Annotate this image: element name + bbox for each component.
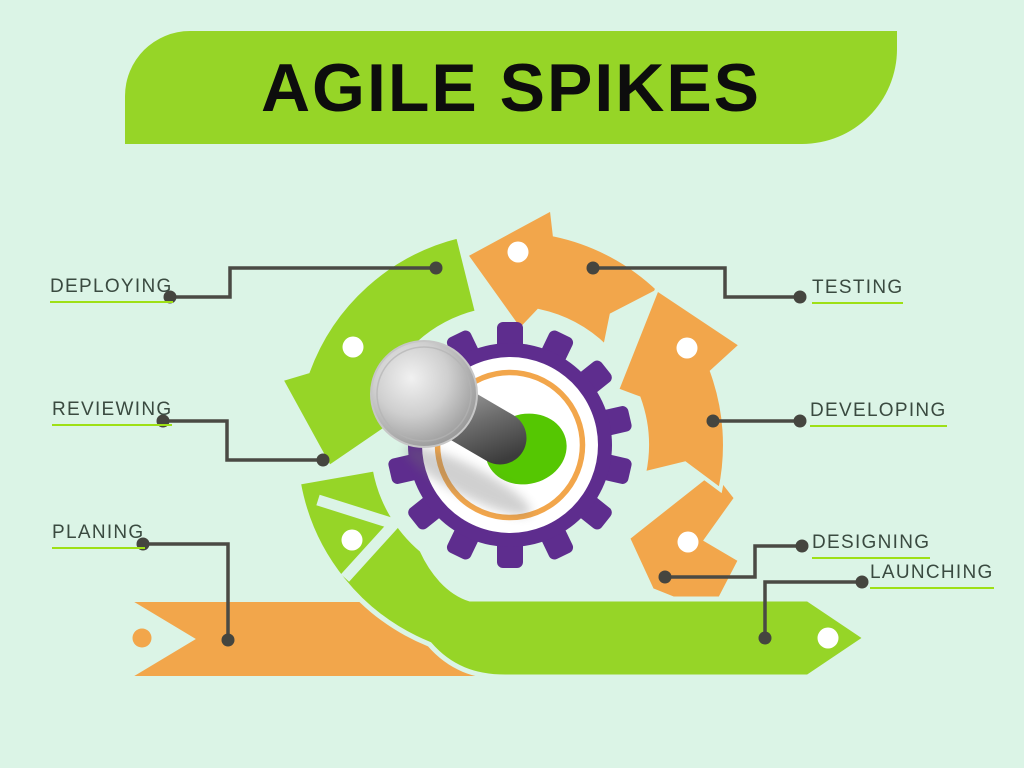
nail-shadow [405, 446, 531, 516]
white-dot-marker [507, 241, 529, 263]
step-label-text: DEVELOPING [810, 400, 947, 427]
step-label-deploying: DEPLOYING [50, 276, 173, 303]
orange-dot-marker [132, 628, 152, 648]
page-title: AGILE SPIKES [260, 49, 762, 126]
step-label-text: LAUNCHING [870, 562, 994, 589]
orange-arrow-top [463, 205, 663, 351]
connector-deploying [170, 266, 436, 299]
green-arrow-bottom-banner [295, 465, 871, 680]
step-label-text: PLANING [52, 522, 145, 549]
step-label-testing: TESTING [812, 277, 904, 304]
orange-arrow-upper-right [614, 285, 745, 494]
white-dot-marker [342, 336, 364, 358]
connector-reviewing [163, 419, 323, 462]
step-label-text: REVIEWING [52, 399, 173, 426]
step-label-reviewing: REVIEWING [52, 399, 173, 426]
white-dot-marker [676, 337, 698, 359]
step-label-designing: DESIGNING [812, 532, 931, 559]
nail-head-ring [376, 346, 472, 442]
white-dot-marker [341, 529, 363, 551]
white-dot-marker [817, 627, 839, 649]
connector-lines [143, 266, 862, 640]
green-arrow-top-left [278, 233, 480, 471]
nail-head [370, 340, 478, 448]
step-label-text: DESIGNING [812, 532, 931, 559]
connector-designing [665, 544, 802, 579]
green-arc-chevron-gap [316, 494, 404, 582]
white-dot-marker [677, 531, 699, 553]
step-label-text: TESTING [812, 277, 904, 304]
step-label-developing: DEVELOPING [810, 400, 947, 427]
title-banner: AGILE SPIKES [125, 31, 897, 144]
connector-launching [763, 580, 862, 638]
connector-testing [593, 266, 800, 299]
step-label-launching: LAUNCHING [870, 562, 994, 589]
step-label-planing: PLANING [52, 522, 145, 549]
connector-planing [143, 542, 230, 640]
nail-spike-icon [370, 340, 567, 516]
step-label-text: DEPLOYING [50, 276, 173, 303]
